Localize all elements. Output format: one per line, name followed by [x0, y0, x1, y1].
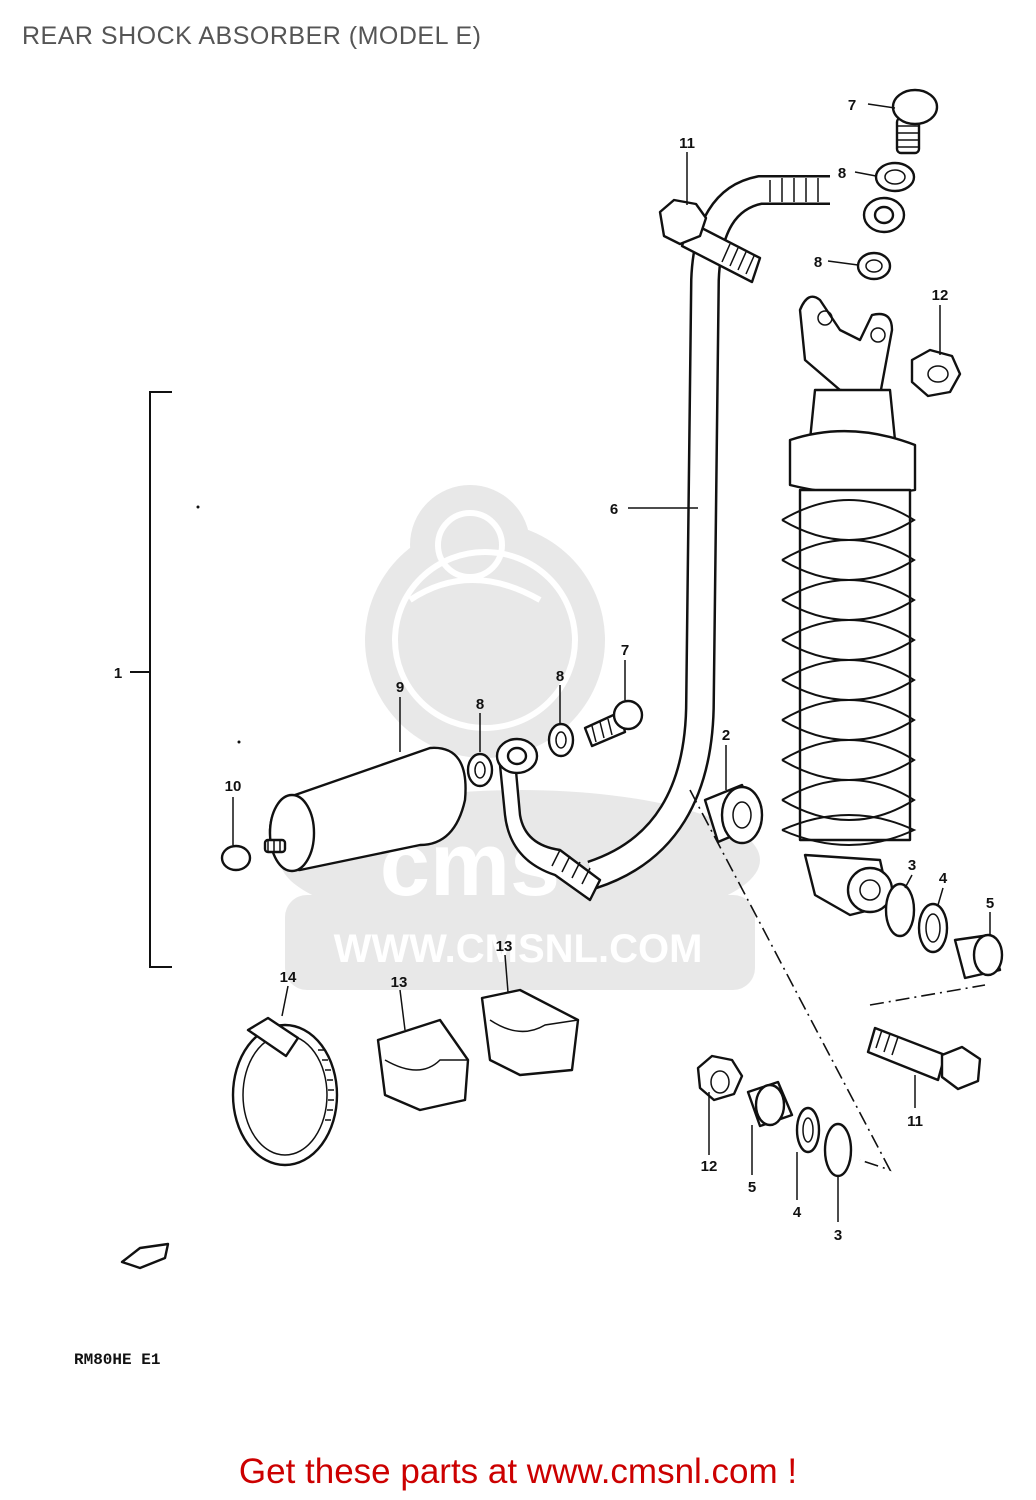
callout-12-top: 12	[932, 287, 949, 304]
callout-14: 14	[280, 969, 297, 986]
seal-4-lower	[795, 1106, 821, 1154]
bolt-11-top	[658, 198, 762, 284]
banjo-fitting	[495, 737, 602, 902]
callout-5-lower: 5	[748, 1179, 756, 1196]
washer-8-top	[874, 161, 916, 193]
washer-8-mid-left	[466, 752, 494, 788]
reservoir-9	[263, 746, 467, 873]
callout-1: 1	[114, 665, 122, 682]
bushing-2	[703, 783, 764, 845]
callout-8-top: 8	[838, 165, 846, 182]
callout-4-lower: 4	[793, 1204, 802, 1221]
front-arrow-icon	[120, 1242, 170, 1270]
banjo-bolt-7-top	[891, 88, 939, 155]
cap-10	[220, 844, 252, 872]
callout-7-top: 7	[848, 97, 856, 114]
callout-11-top: 11	[679, 135, 695, 152]
callout-8-mid-right: 8	[556, 668, 564, 685]
rubber-block-13-right	[480, 988, 580, 1077]
callout-13-left: 13	[391, 974, 408, 991]
callout-10: 10	[225, 778, 242, 795]
callout-12-lower: 12	[701, 1158, 718, 1175]
band-clamp-14	[231, 1016, 339, 1167]
callout-2: 2	[722, 727, 730, 744]
washer-8-lower	[856, 251, 892, 281]
callout-3-lower: 3	[834, 1227, 842, 1244]
footer-link[interactable]: Get these parts at www.cmsnl.com !	[238, 1452, 798, 1491]
upper-banjo-fitting	[862, 196, 906, 234]
callout-3-right: 3	[908, 857, 916, 874]
callout-6: 6	[610, 501, 618, 518]
assembly-bracket	[130, 391, 172, 968]
drawing-code: RM80HE E1	[74, 1351, 160, 1369]
callout-8-upper: 8	[814, 254, 822, 271]
bolt-11-lower	[866, 1026, 982, 1091]
watermark-url: WWW.CMSNL.COM	[334, 927, 703, 971]
hose-6	[587, 175, 830, 890]
circlip-3-lower	[823, 1122, 853, 1178]
nut-12-lower	[696, 1054, 744, 1102]
collar-5-lower	[746, 1080, 794, 1128]
callout-8-mid-left: 8	[476, 696, 484, 713]
callout-13-right: 13	[496, 938, 513, 955]
washer-8-mid-right	[547, 722, 575, 758]
callout-7-mid: 7	[621, 642, 629, 659]
page-title: REAR SHOCK ABSORBER (MODEL E)	[22, 22, 482, 50]
shock-absorber	[781, 295, 917, 917]
callout-9: 9	[396, 679, 404, 696]
rubber-block-13-left	[376, 1018, 470, 1112]
circlip-3-right	[884, 882, 916, 938]
callout-4-right: 4	[939, 870, 948, 887]
callout-11-lower: 11	[907, 1113, 923, 1130]
banjo-bolt-7-mid	[583, 699, 644, 748]
nut-12-top	[910, 348, 962, 398]
callout-5-right: 5	[986, 895, 994, 912]
seal-4-right	[917, 902, 949, 954]
collar-5-right	[953, 933, 1004, 980]
